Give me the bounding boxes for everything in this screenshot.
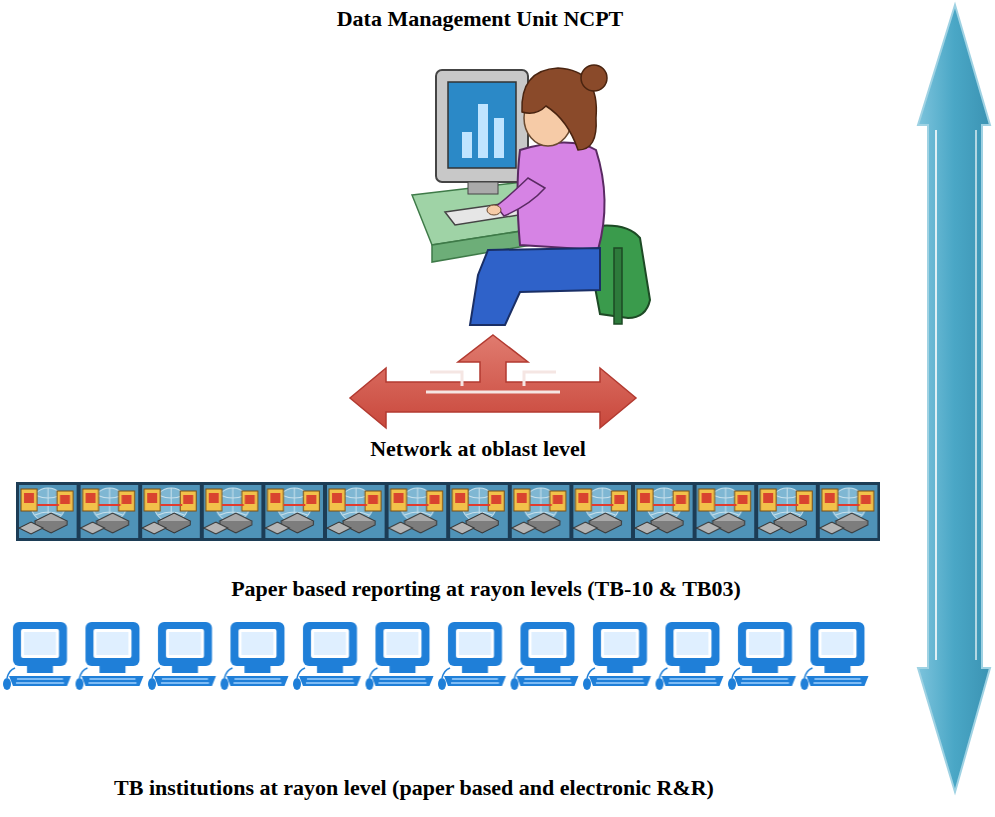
computer-user (412, 65, 650, 325)
network-arrow (350, 335, 636, 428)
level-label: TB institutions at rayon level (paper ba… (114, 775, 714, 800)
level-label: Paper based reporting at rayon levels (T… (231, 576, 741, 601)
network-icons (17, 483, 879, 540)
level-label: Network at oblast level (370, 436, 586, 461)
unit-title: Data Management Unit NCPT (337, 6, 624, 31)
double-arrow (918, 5, 990, 792)
computer-icons (3, 620, 873, 692)
